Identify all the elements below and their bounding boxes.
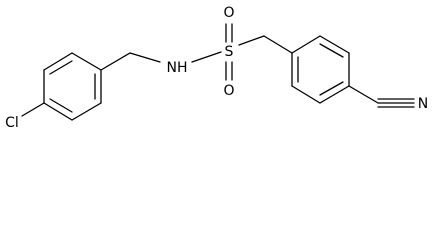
s-ch2-bond	[238, 35, 265, 46]
chlorine-atom-label: Cl	[5, 115, 19, 131]
c-cl-bond	[21, 102, 45, 117]
ch2-ring2-bond	[263, 35, 293, 54]
molecule-drawing: Cl NH S O O N	[5, 5, 428, 131]
ring1-bond-4	[71, 102, 102, 121]
ring2-double-2	[319, 81, 344, 96]
ring1-double-1	[49, 60, 73, 75]
ring2-bond-5	[291, 85, 321, 104]
oxygen-bottom-atom-label: O	[223, 83, 234, 99]
nitrile-n-atom-label: N	[418, 96, 428, 112]
ring2-bond-1	[291, 35, 321, 54]
structure-canvas: Cl NH S O O N	[5, 5, 428, 131]
chlorophenyl-ring	[43, 52, 102, 121]
cyanophenyl-ring	[291, 35, 350, 104]
ring2-double-1	[319, 43, 344, 58]
ring1-ch2-bond	[100, 52, 131, 71]
ring1-bond-2	[71, 52, 102, 71]
sulfur-atom-label: S	[225, 44, 234, 60]
nh-atom-label: NH	[167, 60, 188, 76]
ring1-bond-5	[43, 102, 73, 121]
ring2-bond-2	[319, 35, 350, 54]
oxygen-top-atom-label: O	[223, 5, 234, 21]
ring2-bond-4	[319, 85, 350, 104]
ring1-bond-1	[43, 52, 73, 71]
ring2-cn-bond	[348, 85, 379, 104]
nh-s-bond	[191, 51, 222, 63]
ch2-nh-bond	[129, 52, 161, 63]
ring1-double-3	[49, 98, 73, 113]
